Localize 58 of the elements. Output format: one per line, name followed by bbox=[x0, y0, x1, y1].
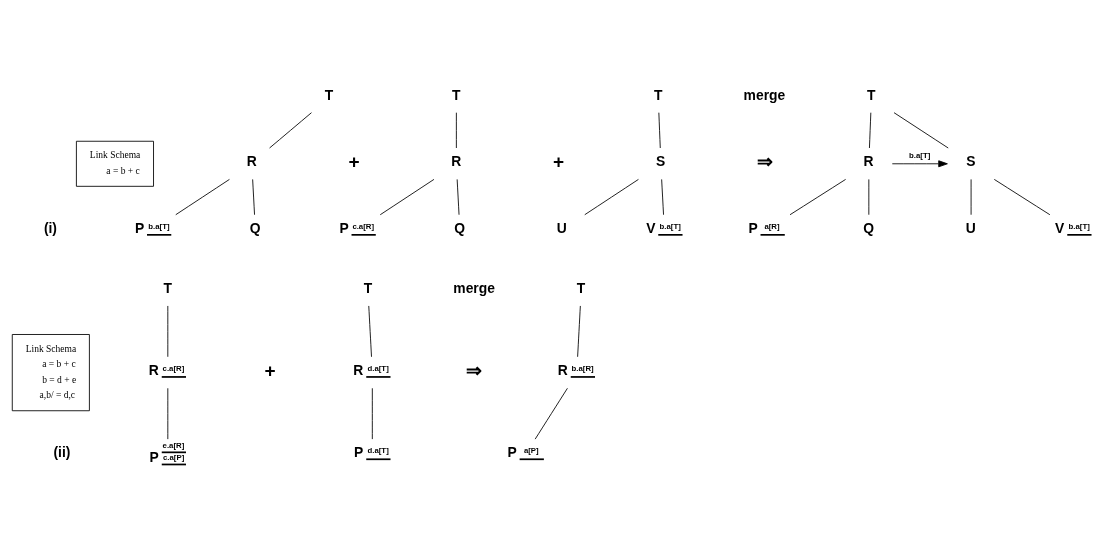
connector bbox=[534, 387, 568, 440]
connector bbox=[993, 178, 1051, 215]
connector bbox=[869, 111, 872, 148]
label: merge bbox=[453, 279, 495, 296]
node-text: P c.a[R] bbox=[339, 219, 375, 236]
node-text: T bbox=[324, 85, 334, 102]
connector bbox=[456, 178, 460, 215]
connector bbox=[371, 387, 373, 440]
node-text: U bbox=[556, 219, 567, 236]
node-text: S bbox=[966, 152, 976, 169]
node-text: R b.a[R] bbox=[557, 361, 594, 378]
node-text: V b.a[T] bbox=[1055, 219, 1090, 236]
label: merge bbox=[743, 85, 786, 102]
connector bbox=[893, 111, 949, 148]
connector bbox=[661, 178, 664, 215]
connector bbox=[252, 178, 255, 215]
connector bbox=[658, 111, 661, 148]
node-text: R d.a[T] bbox=[353, 361, 389, 378]
node-text: V b.a[T] bbox=[646, 219, 681, 236]
connector bbox=[789, 178, 847, 215]
connector bbox=[379, 178, 435, 215]
connector bbox=[175, 178, 230, 215]
node-text: T bbox=[653, 85, 663, 102]
connector bbox=[368, 305, 372, 357]
connector bbox=[455, 111, 457, 148]
node-box: Link Schema a = b + c b = d + e a,b/ = d,c bbox=[11, 333, 90, 411]
node-text: S bbox=[656, 152, 666, 169]
node-text: R bbox=[863, 152, 874, 169]
node-text: P b.a[T] bbox=[134, 219, 170, 236]
label: ⇒ bbox=[756, 150, 773, 172]
label: + bbox=[264, 359, 276, 381]
arrow bbox=[891, 159, 948, 167]
node-text: T bbox=[163, 279, 172, 296]
connector bbox=[269, 111, 312, 148]
node-text: P e.a[R] c.a[P] bbox=[149, 440, 185, 465]
label: (i) bbox=[43, 219, 57, 236]
node-text: R bbox=[451, 152, 462, 169]
label: + bbox=[348, 150, 360, 172]
node-text: P a[P] bbox=[507, 443, 539, 460]
label: ⇒ bbox=[466, 359, 483, 381]
node-text: P d.a[T] bbox=[354, 443, 389, 460]
node-text: R bbox=[246, 152, 257, 169]
node-text: R c.a[R] bbox=[148, 361, 185, 378]
node-text: Q bbox=[249, 219, 261, 236]
node-text: Q bbox=[863, 219, 874, 236]
edge-label: b.a[T] bbox=[909, 150, 931, 160]
node-text: T bbox=[452, 85, 461, 102]
node-text: T bbox=[576, 279, 586, 296]
node-box: Link Schema a = b + c bbox=[75, 140, 154, 187]
node-text: T bbox=[867, 85, 876, 102]
node-text: Q bbox=[454, 219, 465, 236]
node-text: U bbox=[965, 219, 976, 236]
connector bbox=[584, 178, 639, 215]
label: + bbox=[552, 150, 565, 172]
label: (ii) bbox=[53, 443, 71, 460]
connector bbox=[577, 305, 581, 357]
node-text: P a[R] bbox=[748, 219, 780, 236]
node-text: T bbox=[363, 279, 373, 296]
